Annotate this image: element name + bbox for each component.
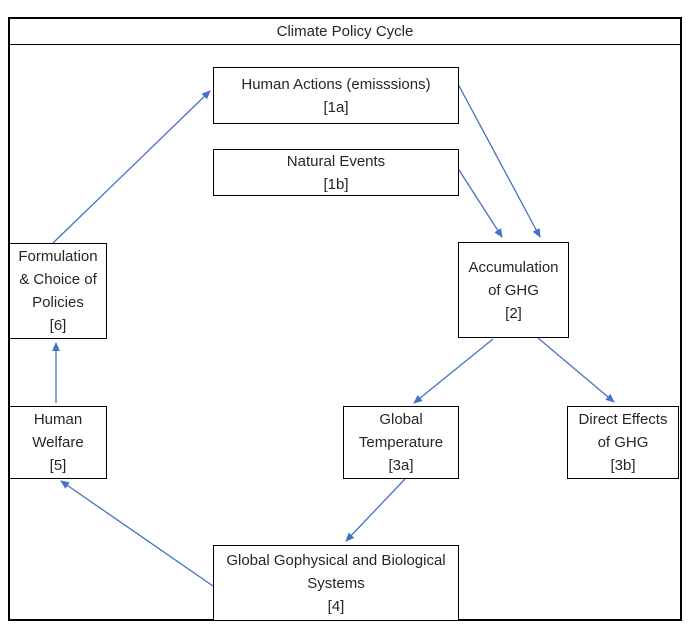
diagram-title: Climate Policy Cycle bbox=[276, 23, 414, 40]
node-global-systems: Global Gophysical and Biological Systems… bbox=[213, 545, 459, 621]
arrow-3a-to-4 bbox=[345, 478, 406, 542]
node-label: Natural Events bbox=[286, 152, 386, 170]
node-label: Temperature bbox=[358, 434, 444, 451]
node-label: Formulation bbox=[18, 248, 98, 265]
node-ref: [2] bbox=[505, 304, 522, 322]
node-label: Accumulation bbox=[468, 258, 559, 276]
node-direct-effects-ghg: Direct Effects of GHG [3b] bbox=[567, 406, 679, 479]
node-label: Global bbox=[379, 411, 423, 428]
node-label: Global Gophysical and Biological bbox=[226, 551, 446, 569]
arrow-4-to-5 bbox=[60, 480, 214, 587]
node-label: & Choice of bbox=[19, 271, 97, 288]
node-label: Human Actions (emisssions) bbox=[241, 75, 431, 93]
node-label: Human bbox=[33, 411, 83, 428]
node-ref: [1a] bbox=[323, 98, 349, 116]
arrow-2-to-3a bbox=[413, 338, 494, 404]
node-ref: [3b] bbox=[610, 457, 636, 474]
node-ref: [5] bbox=[49, 457, 67, 474]
arrow-1b-to-2 bbox=[458, 169, 503, 238]
node-label: Policies bbox=[32, 294, 84, 311]
node-global-temperature: Global Temperature [3a] bbox=[343, 406, 459, 479]
diagram-title-bar: Climate Policy Cycle bbox=[10, 19, 680, 45]
node-label: Direct Effects bbox=[578, 411, 668, 428]
node-formulation-policies: Formulation & Choice of Policies [6] bbox=[9, 243, 107, 339]
arrow-1a-to-2 bbox=[457, 83, 541, 238]
node-human-welfare: Human Welfare [5] bbox=[9, 406, 107, 479]
arrow-6-to-1a bbox=[52, 90, 211, 244]
arrow-2-to-3b bbox=[537, 337, 615, 403]
node-accumulation-ghg: Accumulation of GHG [2] bbox=[458, 242, 569, 338]
node-label: Welfare bbox=[32, 434, 84, 451]
node-label: of GHG bbox=[597, 434, 649, 451]
node-ref: [6] bbox=[49, 317, 67, 334]
node-ref: [1b] bbox=[323, 175, 349, 193]
node-ref: [4] bbox=[327, 597, 345, 615]
node-human-actions: Human Actions (emisssions) [1a] bbox=[213, 67, 459, 124]
node-label: Systems bbox=[307, 574, 365, 592]
node-natural-events: Natural Events [1b] bbox=[213, 149, 459, 196]
node-ref: [3a] bbox=[388, 457, 414, 474]
node-label: of GHG bbox=[488, 281, 539, 299]
